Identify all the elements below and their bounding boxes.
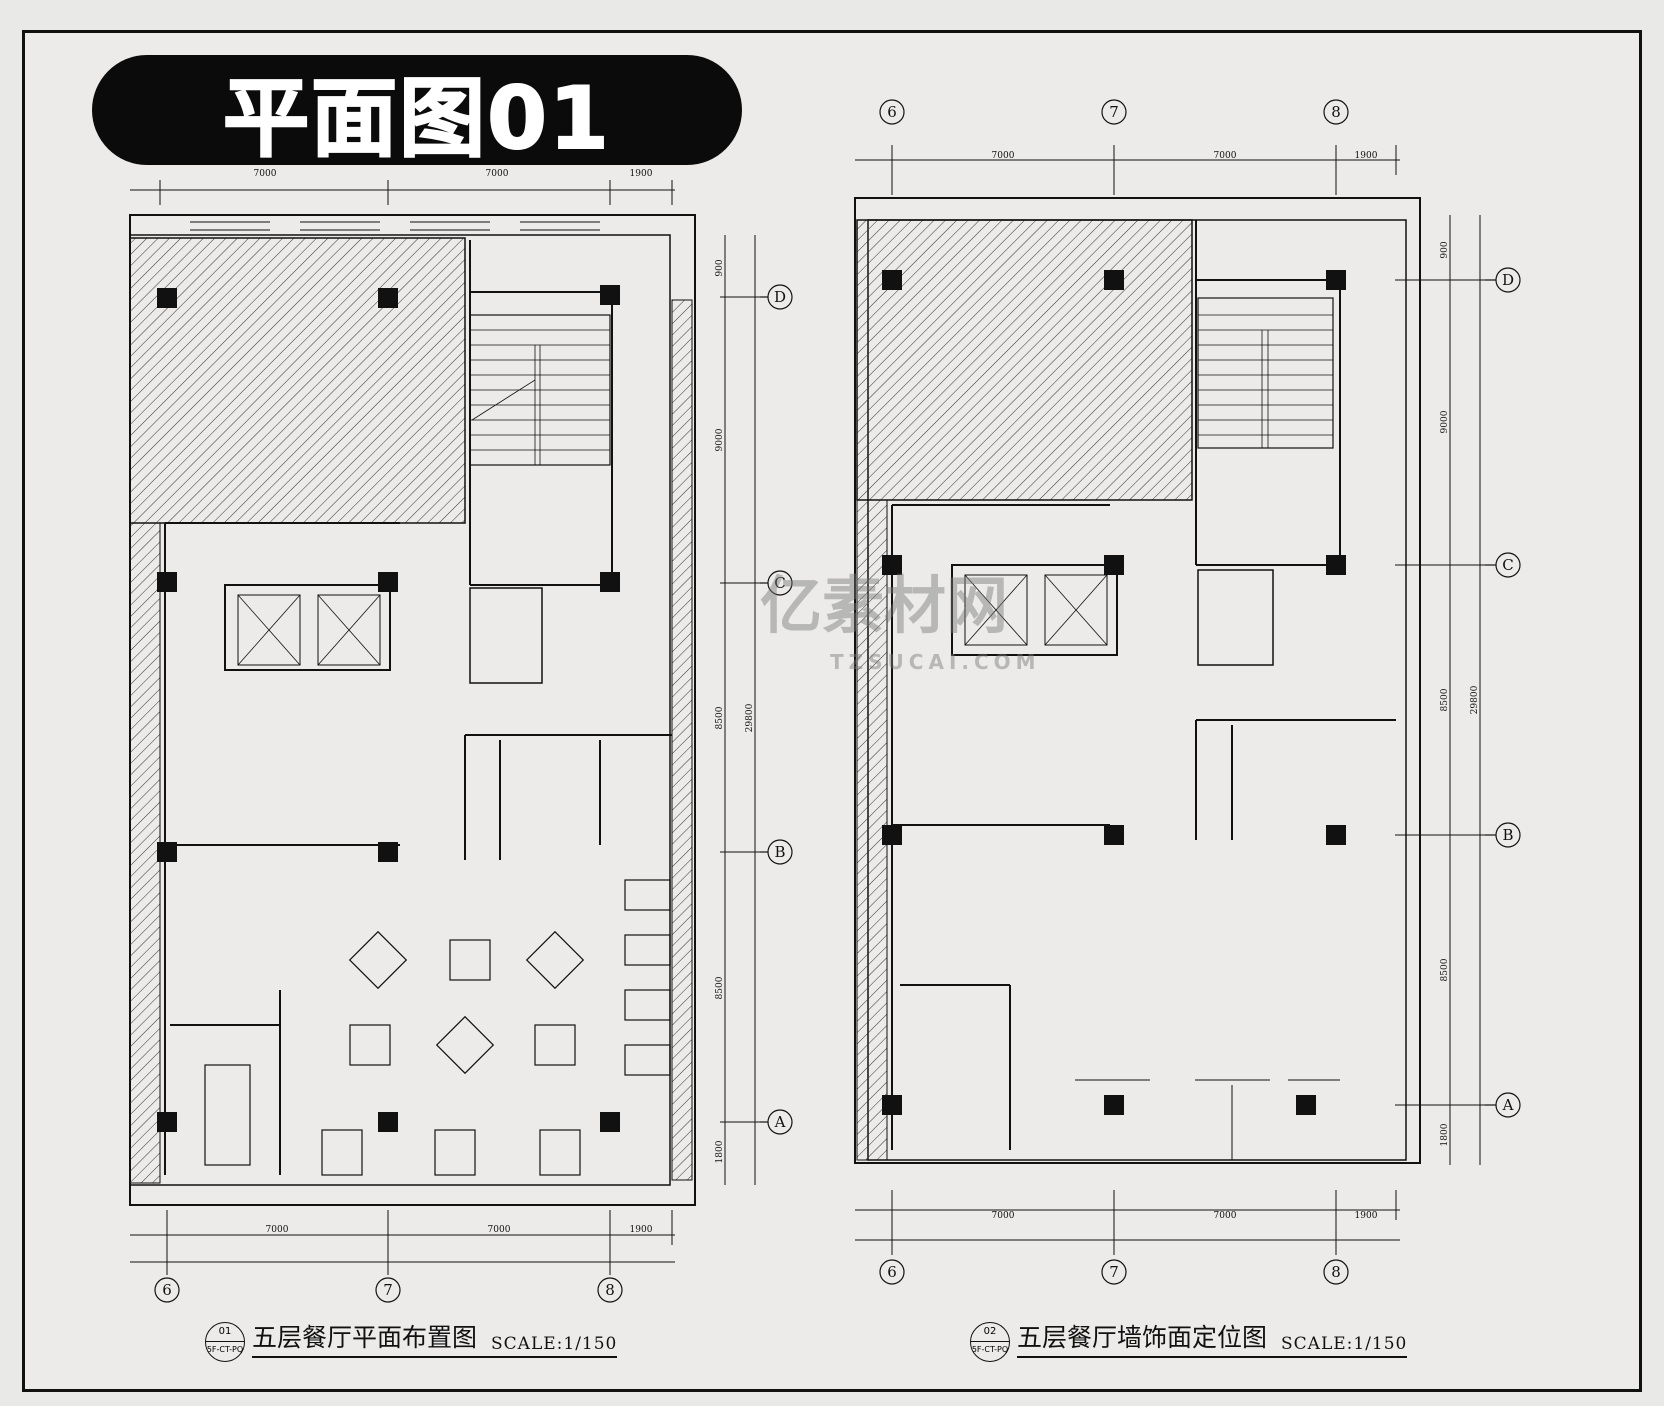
left-dim-right-5: 1800	[715, 1140, 725, 1163]
left-axis-row-b: B	[774, 843, 785, 861]
left-dim-top-3: 1900	[630, 169, 653, 179]
watermark-en: TZSUCAI.COM	[830, 650, 1041, 674]
right-drawing-badge: 02 5F-CT-PQ	[970, 1322, 1010, 1362]
left-dim-right-total: 29800	[745, 703, 755, 732]
left-dim-right-3: 8500	[715, 706, 725, 729]
left-dim-right-4: 8500	[715, 976, 725, 999]
left-badge-ref: 5F-CT-PQ	[206, 1345, 244, 1354]
right-axis-col-8-bottom: 8	[1331, 1263, 1341, 1281]
right-axis-col-6-bottom: 6	[887, 1263, 897, 1281]
right-dim-top-1: 7000	[992, 151, 1015, 161]
left-axis-row-d: D	[774, 288, 786, 306]
right-dim-bottom-1: 7000	[992, 1211, 1015, 1221]
left-dim-bottom-1: 7000	[266, 1225, 289, 1235]
right-plan	[854, 99, 1521, 1285]
left-dim-top-1: 7000	[254, 169, 277, 179]
left-plan	[129, 180, 793, 1303]
left-dim-top-2: 7000	[486, 169, 509, 179]
right-dim-right-1: 900	[1440, 241, 1450, 258]
right-axis-row-b: B	[1502, 826, 1513, 844]
page-title: 平面图01	[222, 68, 611, 170]
right-dim-bottom-2: 7000	[1214, 1211, 1237, 1221]
right-dim-top-2: 7000	[1214, 151, 1237, 161]
left-drawing-badge: 01 5F-CT-PQ	[205, 1322, 245, 1362]
right-dim-right-3: 8500	[1440, 688, 1450, 711]
right-dim-right-total: 29800	[1470, 685, 1480, 714]
right-caption-title: 五层餐厅墙饰面定位图	[1017, 1323, 1268, 1352]
left-dim-right-1: 900	[715, 259, 725, 276]
right-caption-scale: SCALE:1/150	[1281, 1334, 1408, 1354]
right-badge-ref: 5F-CT-PQ	[971, 1345, 1009, 1354]
left-caption-scale: SCALE:1/150	[491, 1334, 618, 1354]
left-caption: 五层餐厅平面布置图 SCALE:1/150	[252, 1318, 618, 1358]
right-axis-row-d: D	[1502, 271, 1514, 289]
right-axis-row-c: C	[1502, 556, 1513, 574]
right-dim-right-2: 9000	[1440, 410, 1450, 433]
left-axis-col-8: 8	[605, 1281, 615, 1299]
title-banner: 平面图01	[92, 55, 742, 170]
right-axis-col-6: 6	[887, 103, 897, 121]
left-axis-col-6: 6	[162, 1281, 172, 1299]
left-caption-title: 五层餐厅平面布置图	[252, 1323, 478, 1352]
right-axis-row-a: A	[1502, 1096, 1514, 1114]
right-dim-right-5: 1800	[1440, 1123, 1450, 1146]
right-badge-number: 02	[971, 1323, 1009, 1342]
right-dim-top-3: 1900	[1355, 151, 1378, 161]
left-dim-right-2: 9000	[715, 428, 725, 451]
left-dim-bottom-2: 7000	[488, 1225, 511, 1235]
watermark-cn: 亿素材网	[760, 569, 1009, 642]
left-axis-col-7: 7	[383, 1281, 393, 1299]
right-axis-col-7: 7	[1109, 103, 1119, 121]
left-badge-number: 01	[206, 1323, 244, 1342]
right-dim-bottom-3: 1900	[1355, 1211, 1378, 1221]
left-axis-row-c: C	[774, 574, 785, 592]
left-dim-bottom-3: 1900	[630, 1225, 653, 1235]
right-caption: 五层餐厅墙饰面定位图 SCALE:1/150	[1017, 1318, 1408, 1358]
right-dim-right-4: 8500	[1440, 958, 1450, 981]
right-axis-col-8: 8	[1331, 103, 1341, 121]
left-axis-row-a: A	[774, 1113, 786, 1131]
right-axis-col-7-bottom: 7	[1109, 1263, 1119, 1281]
